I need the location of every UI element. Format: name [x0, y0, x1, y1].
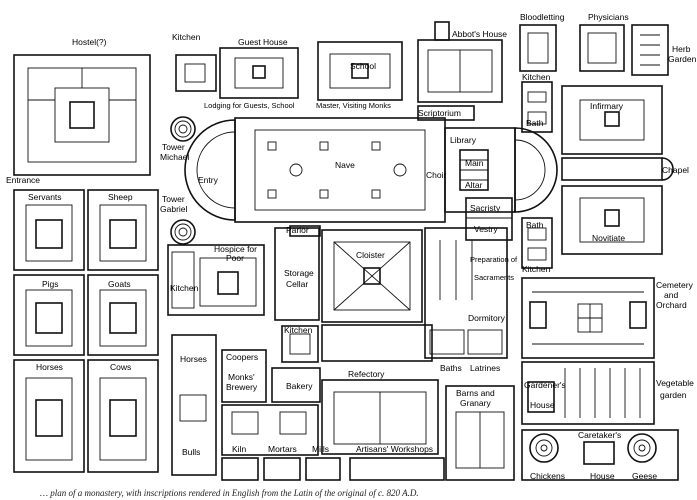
- label-horses-mid: Horses: [180, 354, 207, 364]
- label-bakery: Bakery: [286, 381, 313, 391]
- guest-house: [175, 47, 299, 99]
- label-storage-1: Storage: [284, 268, 314, 278]
- workshops: [171, 334, 445, 481]
- label-sheep: Sheep: [108, 192, 133, 202]
- label-baths: Baths: [440, 363, 462, 373]
- label-hospice-2: Poor: [226, 253, 244, 263]
- label-kitchen-hospice: Kitchen: [170, 283, 199, 293]
- label-preparation-1: Preparation of: [470, 255, 518, 264]
- label-vegetable-1: Vegetable: [656, 378, 694, 388]
- label-herb-2: Garden: [668, 54, 697, 64]
- label-guest-house: Guest House: [238, 37, 288, 47]
- label-gardeners-2: House: [530, 400, 555, 410]
- cemetery-orchard: [521, 277, 655, 359]
- label-choir: Choir: [426, 170, 446, 180]
- bloodletting-physicians: [519, 24, 669, 76]
- label-cows: Cows: [110, 362, 131, 372]
- label-monks-brewery-2: Brewery: [226, 382, 258, 392]
- label-latrines: Latrines: [470, 363, 500, 373]
- label-sacristy: Sacristy: [470, 203, 501, 213]
- dormitory: [424, 227, 508, 359]
- label-mills: Mills: [312, 444, 329, 454]
- refectory-block: [281, 324, 439, 455]
- label-cemetery-1: Cemetery: [656, 280, 694, 290]
- label-infirmary: Infirmary: [590, 101, 624, 111]
- label-bath-right: Bath: [526, 118, 544, 128]
- label-tower-gabriel-2: Gabriel: [160, 204, 188, 214]
- label-lodging: Lodging for Guests, School: [204, 101, 295, 110]
- label-chapel: Chapel: [662, 165, 689, 175]
- label-herb-1: Herb: [672, 44, 691, 54]
- label-pigs: Pigs: [42, 279, 59, 289]
- label-mortars: Mortars: [268, 444, 297, 454]
- label-artisans: Artisans' Workshops: [356, 444, 433, 454]
- label-chickens: Chickens: [530, 471, 565, 481]
- label-caretakers-2: House: [590, 471, 615, 481]
- label-abbots-house: Abbot's House: [452, 29, 507, 39]
- label-school: School: [350, 61, 376, 71]
- infirmary-building: [521, 81, 663, 155]
- label-horses-left: Horses: [36, 362, 63, 372]
- label-gardeners-1: Gardener's: [524, 380, 566, 390]
- label-kiln: Kiln: [232, 444, 246, 454]
- label-servants: Servants: [28, 192, 62, 202]
- label-physicians: Physicians: [588, 12, 629, 22]
- label-tower-michael-2: Michael: [160, 152, 189, 162]
- label-parlor: Parlor: [286, 225, 309, 235]
- label-main-altar-1: Main: [465, 158, 484, 168]
- label-novitiate: Novitiate: [592, 233, 625, 243]
- label-caretakers-1: Caretaker's: [578, 430, 621, 440]
- label-entry: Entry: [198, 175, 219, 185]
- poultry: [521, 429, 679, 481]
- cloister: [274, 225, 423, 323]
- label-bath-novice: Bath: [526, 220, 544, 230]
- church: [184, 105, 558, 223]
- label-tower-michael-1: Tower: [162, 142, 185, 152]
- vegetable-garden: [521, 361, 655, 425]
- label-cemetery-2: and: [664, 290, 678, 300]
- label-kitchen-refectory: Kitchen: [284, 325, 313, 335]
- label-dormitory: Dormitory: [468, 313, 506, 323]
- label-geese: Geese: [632, 471, 657, 481]
- label-kitchen-novice: Kitchen: [522, 264, 551, 274]
- label-refectory: Refectory: [348, 369, 385, 379]
- label-cemetery-3: Orchard: [656, 300, 687, 310]
- barns-granary: [445, 385, 515, 481]
- label-scriptorium: Scriptorium: [418, 108, 461, 118]
- label-library: Library: [450, 135, 477, 145]
- map-caption: … plan of a monastery, with inscriptions…: [40, 488, 419, 498]
- towers: [170, 116, 196, 245]
- chapel-novitiate: [521, 157, 674, 269]
- abbots-house: [417, 21, 503, 103]
- label-storage-2: Cellar: [286, 279, 308, 289]
- label-preparation-2: Sacraments: [474, 273, 514, 282]
- label-vegetable-2: garden: [660, 390, 687, 400]
- hostel-building: [13, 54, 151, 176]
- label-barns-2: Granary: [460, 398, 491, 408]
- label-bulls: Bulls: [182, 447, 200, 457]
- label-main-altar-2: Altar: [465, 180, 483, 190]
- label-nave: Nave: [335, 160, 355, 170]
- label-monks-brewery-1: Monks': [228, 372, 255, 382]
- label-coopers: Coopers: [226, 352, 258, 362]
- school-building: [317, 41, 403, 101]
- label-kitchen-right: Kitchen: [522, 72, 551, 82]
- label-barns-1: Barns and: [456, 388, 495, 398]
- label-bloodletting: Bloodletting: [520, 12, 565, 22]
- hospice-for-poor: [167, 244, 265, 316]
- label-hostel: Hostel(?): [72, 37, 107, 47]
- label-entrance: Entrance: [6, 175, 40, 185]
- label-cloister: Cloister: [356, 250, 385, 260]
- sacristy-vestry: [465, 197, 513, 241]
- label-hospice-1: Hospice for: [214, 244, 257, 254]
- animal-pens: [13, 189, 159, 473]
- label-goats: Goats: [108, 279, 131, 289]
- label-vestry: Vestry: [474, 224, 498, 234]
- label-tower-gabriel-1: Tower: [162, 194, 185, 204]
- label-master: Master, Visiting Monks: [316, 101, 391, 110]
- label-kitchen-top: Kitchen: [172, 32, 201, 42]
